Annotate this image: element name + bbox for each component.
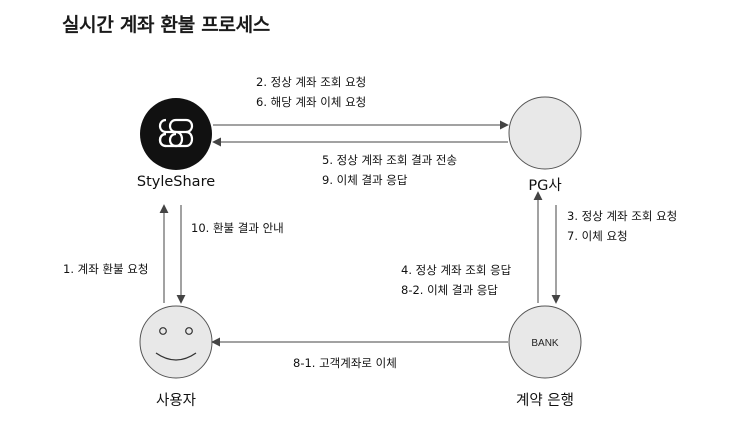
- edge-label-user-to-ss: 1. 계좌 환불 요청: [63, 262, 149, 276]
- edge-label-bank-to-pg: 4. 정상 계좌 조회 응답 8-2. 이체 결과 응답: [401, 263, 512, 297]
- styleshare-label: StyleShare: [136, 174, 216, 190]
- edge-label-ss-to-pg: 2. 정상 계좌 조회 요청 6. 해당 계좌 이체 요청: [256, 75, 367, 109]
- edge-label-pg-to-bank: 3. 정상 계좌 조회 요청 7. 이체 요청: [567, 209, 678, 243]
- user-label: 사용자: [155, 393, 197, 409]
- pg-node: [508, 96, 582, 170]
- edge-label-bank-to-user: 8-1. 고객계좌로 이체: [293, 356, 397, 370]
- bank-node: [508, 305, 582, 379]
- page-title: 실시간 계좌 환불 프로세스: [62, 14, 270, 36]
- edge-label-ss-to-user: 10. 환불 결과 안내: [191, 221, 284, 235]
- pg-label: PG사: [528, 178, 562, 194]
- bank-inner-label: BANK: [531, 338, 559, 349]
- smiley-face-icon: [139, 305, 213, 379]
- styleshare-logo-icon: [140, 98, 212, 170]
- bank-label: 계약 은행: [516, 393, 574, 409]
- edge-label-pg-to-ss: 5. 정상 계좌 조회 결과 전송 9. 이체 결과 응답: [322, 153, 458, 187]
